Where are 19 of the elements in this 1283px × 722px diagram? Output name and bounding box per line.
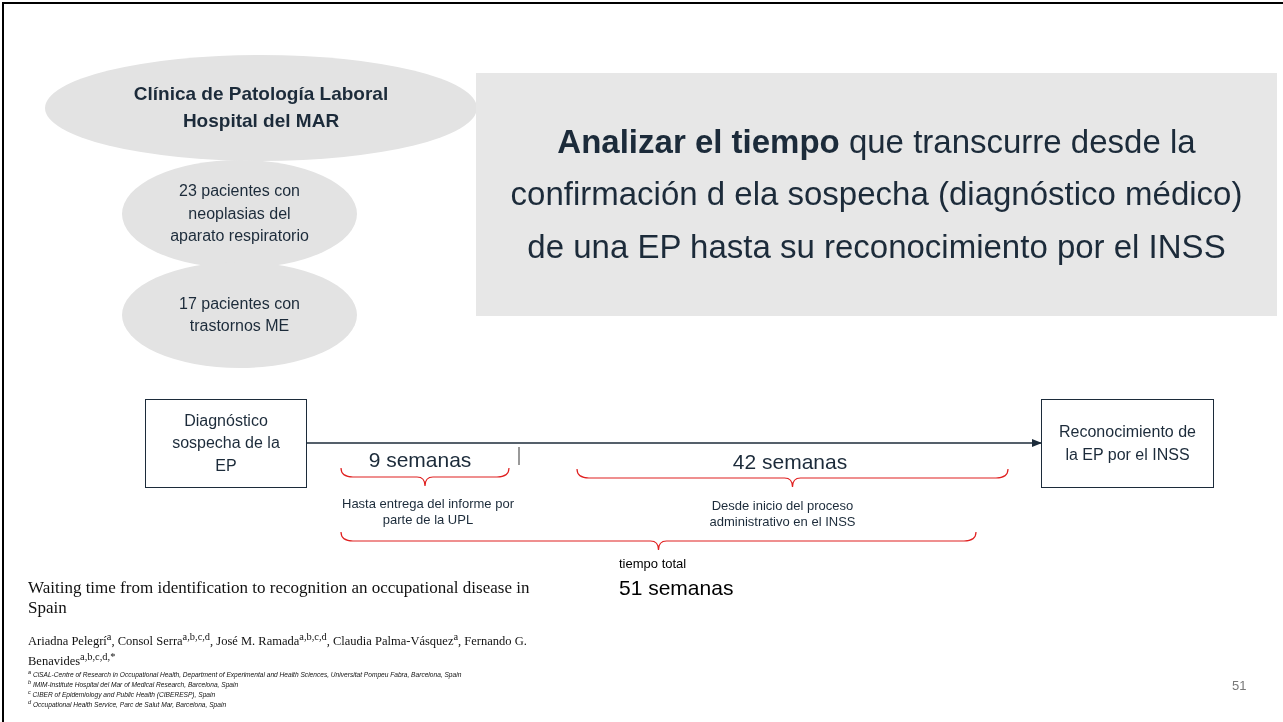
start-box (145, 399, 307, 488)
duration-label: 9 semanas (367, 447, 473, 473)
author-list: Ariadna Pelegrí$^{a}$, Consol Serra$^{a,b,c,d}$, José M. Ramada$^{a,b,c,d}$, Claudia Palma-Vásquez$^{a}$, Fernando G. Benavides$^{a,b,c,d,*}$ (28, 630, 568, 671)
timeline-arrow (306, 439, 1042, 447)
paper-title: Waiting time from identification to recognition an occupational disease in Spain (28, 578, 531, 619)
node-text: Clínica de Patología Laboral Hospital del MAR (132, 82, 390, 133)
node-text: Reconocimiento de la EP por el INSS (1058, 422, 1197, 465)
node-text: Diagnóstico sospecha de la EP (171, 410, 281, 476)
objective-panel (476, 73, 1277, 316)
node-text: 23 pacientes con neoplasias del aparato respiratorio (169, 181, 310, 247)
node-text: Analizar el tiempo que transcurre desde la confirmación d ela sospecha (diagnóstico médico) de una EP hasta su reconocimiento por el INSS (509, 122, 1244, 267)
duration-label: 42 semanas (731, 449, 849, 475)
end-box (1041, 399, 1214, 488)
total-label: 51 semanas (619, 575, 735, 601)
bracket-caption: Desde inicio del proceso administrativo en el INSS (708, 498, 857, 531)
bracket-caption: Hasta entrega del informe por parte de la UPL (341, 496, 515, 529)
page-number: 51 (1232, 678, 1248, 695)
node-text: 17 pacientes con trastornos ME (178, 293, 301, 336)
total-caption: tiempo total (619, 556, 688, 573)
